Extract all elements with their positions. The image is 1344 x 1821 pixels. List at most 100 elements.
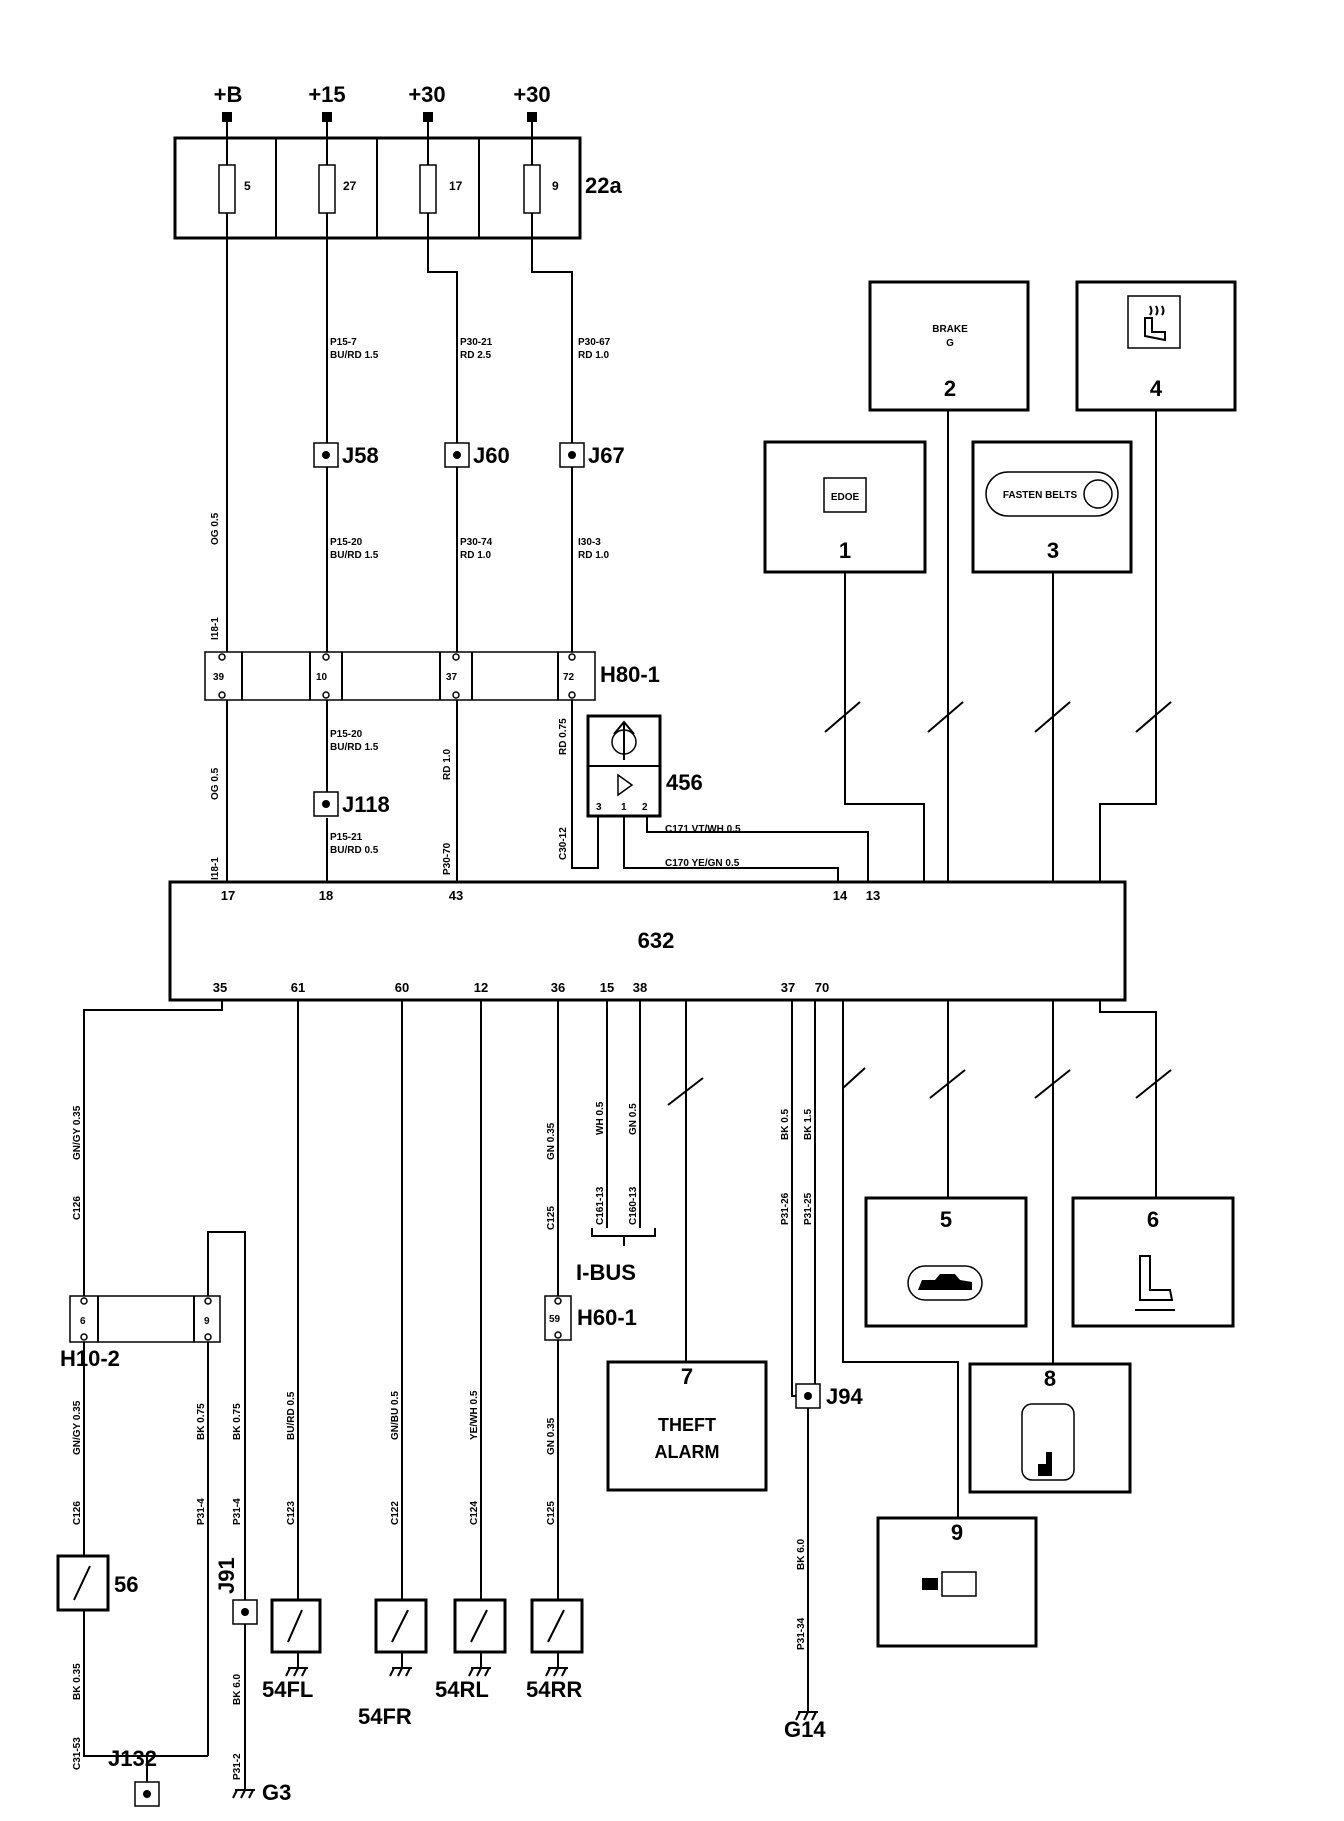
wire-p30-70: P30-70	[442, 842, 453, 875]
wire-rd075: RD 0.75	[558, 718, 569, 755]
component-1-number: 1	[839, 538, 851, 563]
wire-c30-12: C30-12	[558, 827, 569, 860]
junction-label-j60: J60	[473, 443, 510, 468]
ground-label-g3: G3	[262, 1780, 291, 1805]
module-456-pin-3: 3	[596, 802, 602, 813]
fusebox-label: 22a	[585, 173, 622, 198]
fuse-label-9: 9	[552, 179, 559, 193]
module-632-top-pin-14: 14	[833, 888, 848, 903]
component-9-number: 9	[951, 1520, 963, 1545]
ground-label-g14: G14	[784, 1717, 826, 1742]
component-3-number: 3	[1047, 538, 1059, 563]
wire-c126-a-color: GN/GY 0.35	[72, 1105, 83, 1160]
component-7-text2: ALARM	[655, 1442, 720, 1462]
wire-c125-b: C125	[546, 1501, 557, 1525]
ground-g3-symbol	[232, 1789, 255, 1799]
switch-56: 56	[56, 1554, 138, 1612]
component-2-text1: BRAKE	[932, 324, 968, 335]
wire-c122: C122	[390, 1501, 401, 1525]
wire-p30-21-color: RD 2.5	[460, 350, 492, 361]
wire-p30-21: P30-21	[460, 337, 493, 348]
panel-icon	[1021, 1403, 1075, 1481]
connector-h60-1: 59 H60-1 I-BUS	[544, 1260, 637, 1341]
supply-label-30a: +30	[408, 82, 445, 107]
wire-c161-color: WH 0.5	[595, 1101, 606, 1135]
h10-pin-9: 9	[204, 1316, 210, 1327]
wire-p31-25-color: BK 1.5	[803, 1108, 814, 1140]
wire-p30-67-color: RD 1.0	[578, 350, 610, 361]
wire-og05-b: OG 0.5	[210, 767, 221, 800]
wire-p30-74: P30-74	[460, 537, 493, 548]
fuse-5	[218, 164, 236, 214]
fuse-label-5: 5	[244, 179, 251, 193]
wire-p31-34-color: BK 6.0	[796, 1538, 807, 1570]
module-632-bottom-pin-12: 12	[474, 980, 488, 995]
wire-og05-a: OG 0.5	[210, 512, 221, 545]
bottom-components: 5 6 8 9	[864, 1196, 1235, 1648]
h80-pin-10: 10	[316, 672, 328, 683]
component-7-number: 7	[681, 1364, 693, 1389]
wire-p15-20-color: BU/RD 1.5	[330, 550, 379, 561]
wire-c171: C171 VT/WH 0.5	[665, 824, 741, 835]
wire-i18-1-a: I18-1	[210, 617, 221, 640]
module-632-bottom-pin-36: 36	[551, 980, 565, 995]
wire-p15-7-color: BU/RD 1.5	[330, 350, 379, 361]
wire-p30-67: P30-67	[578, 337, 611, 348]
junction-label-j58: J58	[342, 443, 379, 468]
component-5	[864, 1196, 1028, 1328]
terminal-b	[222, 112, 232, 122]
junctions-upper: J58 J60 J67	[313, 442, 625, 468]
connector-h10-label: H10-2	[60, 1346, 120, 1371]
component-3-icon: FASTEN BELTS	[1003, 490, 1078, 501]
module-632-bottom-pin-38: 38	[633, 980, 647, 995]
wire-c122-color: GN/BU 0.5	[390, 1391, 401, 1440]
component-9	[876, 1516, 1038, 1648]
wire-p15-21-color: BU/RD 0.5	[330, 845, 379, 856]
fuse-label-17: 17	[449, 179, 463, 193]
wire-p31-2: P31-2	[232, 1753, 243, 1780]
wire-p31-4a: P31-4	[196, 1498, 207, 1525]
wire-c125-b-color: GN 0.35	[546, 1417, 557, 1455]
connector-h10-2: 6 9 H10-2	[60, 1295, 221, 1371]
h60-pin-59: 59	[549, 1314, 561, 1325]
wire-c31-53-color: BK 0.35	[72, 1663, 83, 1700]
wire-p31-34: P31-34	[796, 1617, 807, 1650]
component-4-number: 4	[1150, 376, 1163, 401]
wire-i30-3: I30-3	[578, 537, 601, 548]
supply-label-b: +B	[214, 82, 243, 107]
fuse-9	[523, 164, 541, 214]
junction-label-j118: J118	[342, 792, 390, 817]
wire-labels-top: P15-7 BU/RD 1.5 P30-21 RD 2.5 P30-67 RD …	[210, 337, 741, 880]
wire-labels-bottom: C126 GN/GY 0.35 C126 GN/GY 0.35 C31-53 B…	[72, 1101, 814, 1780]
module-632-top-pin-17: 17	[221, 888, 235, 903]
module-632-bottom-pin-15: 15	[600, 980, 614, 995]
module-456-pin-2: 2	[642, 802, 648, 813]
component-6-number: 6	[1147, 1207, 1159, 1232]
wire-c160: C160-13	[628, 1186, 639, 1225]
module-632-bottom-pin-60: 60	[395, 980, 409, 995]
wire-p31-4a-color: BK 0.75	[196, 1403, 207, 1440]
wire-c125-a: C125	[546, 1206, 557, 1230]
wire-p31-26-color: BK 0.5	[780, 1108, 791, 1140]
wire-p15-20b-color: BU/RD 1.5	[330, 742, 379, 753]
junction-label-j94: J94	[826, 1384, 863, 1409]
seat-icon	[1139, 1255, 1174, 1301]
wire-c31-53: C31-53	[72, 1737, 83, 1770]
wire-i30-3-color: RD 1.0	[578, 550, 610, 561]
switch-label-54rr: 54RR	[526, 1677, 582, 1702]
connector-h60-label: H60-1	[577, 1305, 637, 1330]
wire-p31-26: P31-26	[780, 1192, 791, 1225]
wires-bottom	[83, 1000, 1172, 1790]
top-components: EDOE 1 BRAKE G 2 FASTEN BELTS 3 4	[763, 280, 1237, 574]
actuator-icon	[941, 1571, 977, 1597]
switch-56-label: 56	[114, 1572, 138, 1597]
wire-rd10: RD 1.0	[442, 748, 453, 780]
h80-pin-37: 37	[446, 672, 458, 683]
ibus-label: I-BUS	[576, 1260, 636, 1285]
junction-j118: J118	[313, 791, 390, 817]
junctions-lower: J94 J91 J132	[108, 1383, 863, 1807]
component-5-number: 5	[940, 1207, 952, 1232]
grounds: G14 G3	[232, 1711, 826, 1805]
connector-h80-1: 39 10 37 72 H80-1	[204, 651, 660, 701]
